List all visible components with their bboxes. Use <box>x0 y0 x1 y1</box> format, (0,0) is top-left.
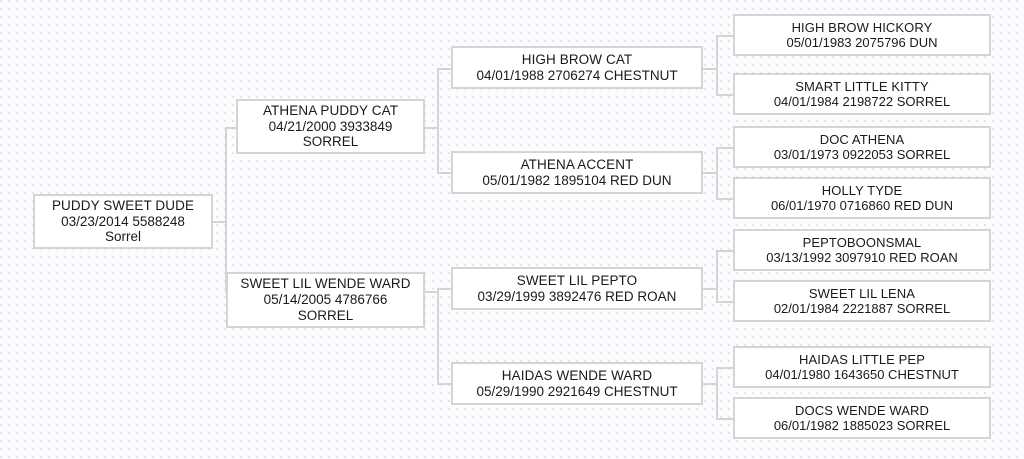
node-detail: 06/01/1982 1885023 SORREL <box>773 418 951 433</box>
node-name: ATHENA ACCENT <box>520 156 634 172</box>
connector-to-sire-sire <box>437 68 451 70</box>
connector-to-g4-3 <box>716 147 733 149</box>
node-detail: 05/01/1982 1895104 RED DUN <box>482 172 672 188</box>
connector-to-g4-8 <box>716 418 733 420</box>
node-detail: 04/01/1988 2706274 CHESTNUT <box>476 67 678 83</box>
pedigree-node-g4-3[interactable]: DOC ATHENA 03/01/1973 0922053 SORREL <box>733 126 991 168</box>
node-color: SORREL <box>302 134 359 150</box>
node-detail: 04/01/1980 1643650 CHESTNUT <box>765 367 959 382</box>
node-detail: 03/29/1999 3892476 RED ROAN <box>477 288 677 304</box>
node-name: SWEET LIL WENDE WARD <box>240 276 411 292</box>
connector-to-g4-2 <box>716 94 733 96</box>
node-detail: 03/01/1973 0922053 SORREL <box>773 147 951 162</box>
connector-to-sire-dam <box>437 172 451 174</box>
node-detail: 05/29/1990 2921649 CHESTNUT <box>476 383 678 399</box>
connector-g3-4-out <box>703 383 717 385</box>
node-name: DOC ATHENA <box>819 131 905 147</box>
node-name: HIGH BROW CAT <box>521 51 633 67</box>
pedigree-node-g4-4[interactable]: HOLLY TYDE 06/01/1970 0716860 RED DUN <box>733 177 991 219</box>
node-detail: 05/14/2005 4786766 <box>263 292 388 308</box>
connector-g4-bracket-3 <box>716 250 718 302</box>
node-name: SWEET LIL PEPTO <box>516 272 638 288</box>
pedigree-node-sire[interactable]: ATHENA PUDDY CAT 04/21/2000 3933849 SORR… <box>236 99 425 154</box>
node-name: DOCS WENDE WARD <box>795 402 929 418</box>
connector-g4-bracket-2 <box>716 147 718 199</box>
node-detail: 03/13/1992 3097910 RED ROAN <box>766 250 958 265</box>
node-detail: 03/23/2014 5588248 <box>61 213 185 229</box>
connector-sire-out <box>424 127 438 129</box>
node-name: HIGH BROW HICKORY <box>791 19 933 35</box>
node-detail: 04/21/2000 3933849 <box>268 118 393 134</box>
pedigree-node-dam-sire[interactable]: SWEET LIL PEPTO 03/29/1999 3892476 RED R… <box>451 267 703 310</box>
connector-g4-bracket-4 <box>716 367 718 419</box>
node-name: SWEET LIL LENA <box>808 285 916 301</box>
connector-gen2-bracket <box>225 127 227 293</box>
node-name: SMART LITTLE KITTY <box>795 78 929 94</box>
pedigree-node-g4-2[interactable]: SMART LITTLE KITTY 04/01/1984 2198722 SO… <box>733 73 991 115</box>
connector-to-g4-6 <box>716 301 733 303</box>
node-detail: 04/01/1984 2198722 SORREL <box>773 94 951 109</box>
connector-g3-1-out <box>703 68 717 70</box>
connector-to-g4-4 <box>716 198 733 200</box>
node-name: PEPTOBOONSMAL <box>802 234 922 250</box>
pedigree-node-subject[interactable]: PUDDY SWEET DUDE 03/23/2014 5588248 Sorr… <box>33 194 213 249</box>
pedigree-node-sire-sire[interactable]: HIGH BROW CAT 04/01/1988 2706274 CHESTNU… <box>451 46 703 89</box>
pedigree-node-g4-6[interactable]: SWEET LIL LENA 02/01/1984 2221887 SORREL <box>733 280 991 322</box>
connector-g3-3-out <box>703 288 717 290</box>
node-color: Sorrel <box>104 229 141 245</box>
pedigree-node-g4-8[interactable]: DOCS WENDE WARD 06/01/1982 1885023 SORRE… <box>733 397 991 439</box>
node-name: HAIDAS WENDE WARD <box>501 367 653 383</box>
connector-to-dam-sire <box>437 288 451 290</box>
connector-g4-bracket-1 <box>716 35 718 95</box>
connector-gen3-bracket-bottom <box>437 288 439 384</box>
connector-dam-out <box>424 291 438 293</box>
node-detail: 06/01/1970 0716860 RED DUN <box>770 198 954 213</box>
connector-g3-2-out <box>703 172 717 174</box>
pedigree-node-g4-1[interactable]: HIGH BROW HICKORY 05/01/1983 2075796 DUN <box>733 14 991 56</box>
node-name: ATHENA PUDDY CAT <box>262 102 399 118</box>
connector-to-g4-5 <box>716 250 733 252</box>
node-detail: 02/01/1984 2221887 SORREL <box>773 301 951 316</box>
connector-to-dam-dam <box>437 383 451 385</box>
pedigree-node-g4-5[interactable]: PEPTOBOONSMAL 03/13/1992 3097910 RED ROA… <box>733 229 991 271</box>
connector-gen3-bracket-top <box>437 68 439 173</box>
node-detail: 05/01/1983 2075796 DUN <box>786 35 938 50</box>
connector-to-sire <box>225 127 237 129</box>
pedigree-node-dam-dam[interactable]: HAIDAS WENDE WARD 05/29/1990 2921649 CHE… <box>451 362 703 405</box>
connector-subject-out <box>212 221 226 223</box>
pedigree-node-sire-dam[interactable]: ATHENA ACCENT 05/01/1982 1895104 RED DUN <box>451 151 703 194</box>
node-color: SORREL <box>297 307 354 323</box>
pedigree-node-dam[interactable]: SWEET LIL WENDE WARD 05/14/2005 4786766 … <box>226 272 425 328</box>
node-name: HOLLY TYDE <box>821 182 903 198</box>
pedigree-node-g4-7[interactable]: HAIDAS LITTLE PEP 04/01/1980 1643650 CHE… <box>733 346 991 388</box>
connector-to-g4-1 <box>716 35 733 37</box>
connector-to-g4-7 <box>716 367 733 369</box>
node-name: HAIDAS LITTLE PEP <box>799 351 925 367</box>
node-name: PUDDY SWEET DUDE <box>51 197 195 213</box>
